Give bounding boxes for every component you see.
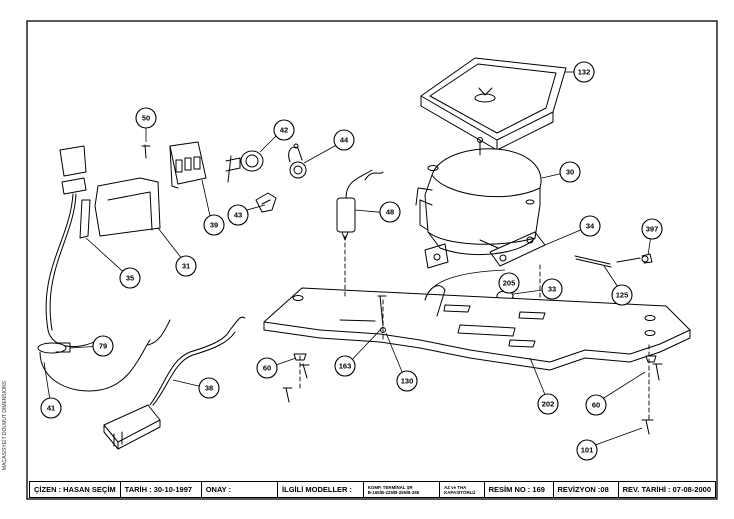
drip-tray-part bbox=[420, 57, 567, 151]
callout-number: 41 bbox=[47, 404, 55, 413]
compressor-part bbox=[415, 137, 546, 269]
approval: ONAY : bbox=[202, 482, 279, 497]
power-cord-part bbox=[37, 145, 246, 450]
related-models: KOMP. TERMİNAL ŞR B-165/B-225/B-255/B-26… bbox=[364, 482, 441, 497]
callout-number: 397 bbox=[646, 225, 659, 234]
fitting-part bbox=[574, 253, 653, 268]
related-models-label: İLGİLİ MODELLER : bbox=[278, 482, 364, 497]
callout-number: 60 bbox=[263, 364, 271, 373]
capacitor-note: AZ ve THA KAPASİTÖRLÜ bbox=[440, 482, 485, 497]
relay-part bbox=[225, 150, 264, 183]
base-plate-part bbox=[263, 287, 691, 371]
revision-date: REV. TARİHİ : 07-08-2000 bbox=[622, 485, 711, 494]
callout-number: 163 bbox=[339, 362, 352, 371]
callout-number: 43 bbox=[234, 211, 242, 220]
callout-number: 35 bbox=[126, 274, 134, 283]
side-note: MAÇAS/SYEİT DOLMUT DIMENSIONS bbox=[2, 381, 8, 470]
drawing-number: RESİM NO : 169 bbox=[485, 482, 554, 497]
capacitor-line1: AZ ve THA bbox=[444, 484, 467, 490]
capacitor-line2: KAPASİTÖRLÜ bbox=[444, 489, 476, 495]
terminal-block-part bbox=[169, 141, 207, 189]
callout-number: 202 bbox=[542, 400, 555, 409]
related-models-line1: KOMP. TERMİNAL ŞR bbox=[367, 484, 413, 490]
callout-number: 50 bbox=[142, 114, 150, 123]
callout-number: 38 bbox=[205, 384, 213, 393]
callout-number: 130 bbox=[401, 377, 414, 386]
callout-number: 31 bbox=[182, 262, 190, 271]
terminal-cover-part bbox=[94, 177, 161, 237]
callout-number: 60 bbox=[592, 401, 600, 410]
callout-number: 132 bbox=[578, 68, 591, 77]
screw-part bbox=[377, 295, 387, 327]
callout-number: 101 bbox=[581, 446, 594, 455]
drawing-date: TARİH : 30-10-1997 bbox=[121, 482, 202, 497]
callout-number: 39 bbox=[210, 221, 218, 230]
related-models-line2: B-165/B-225/B-255/B-265 bbox=[367, 489, 420, 495]
callout-number: 125 bbox=[616, 291, 629, 300]
capacitor-part bbox=[336, 169, 373, 241]
callout-number: 34 bbox=[586, 222, 595, 231]
drawing-frame bbox=[26, 20, 718, 500]
drawn-by: ÇİZEN : HASAN SEÇİM bbox=[30, 482, 121, 497]
title-block: ÇİZEN : HASAN SEÇİM TARİH : 30-10-1997 O… bbox=[29, 481, 716, 498]
callout-number: 42 bbox=[280, 126, 288, 135]
callout-number: 48 bbox=[386, 208, 394, 217]
callout-number: 30 bbox=[566, 168, 574, 177]
callout-number: 44 bbox=[340, 136, 349, 145]
protector-part bbox=[288, 143, 307, 179]
revision: REVİZYON :08 bbox=[554, 482, 619, 497]
callout-number: 79 bbox=[99, 342, 107, 351]
callout-number: 205 bbox=[503, 279, 516, 288]
callout-number: 33 bbox=[548, 285, 556, 294]
